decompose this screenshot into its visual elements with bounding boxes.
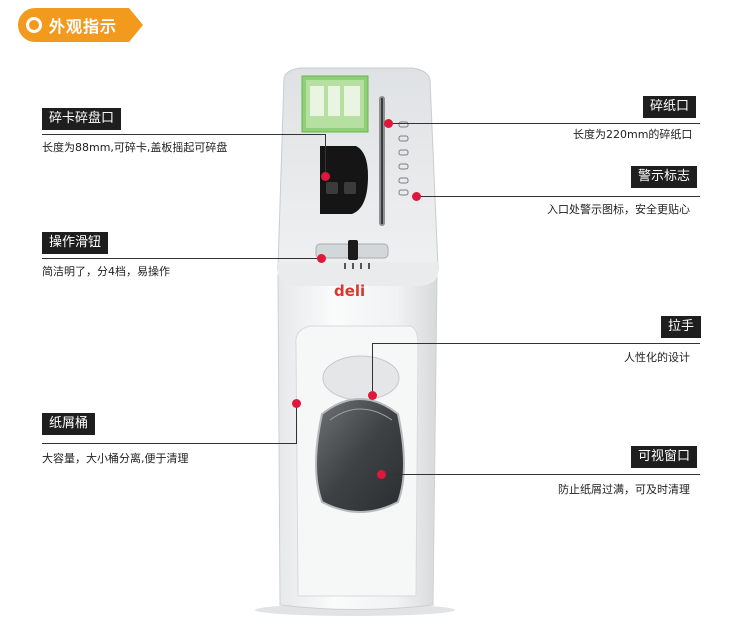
window-leader xyxy=(381,474,700,475)
slider-knob xyxy=(348,240,358,260)
section-badge: 外观指示 xyxy=(18,8,144,42)
handle-label: 拉手 xyxy=(661,316,702,338)
slider-marker xyxy=(317,254,326,263)
slider-desc: 简洁明了，分4档，易操作 xyxy=(42,265,170,278)
slider-leader xyxy=(42,258,321,259)
view-window xyxy=(315,398,405,513)
bin-leader xyxy=(42,443,296,444)
paper-slot-leader xyxy=(388,123,700,124)
handle-marker xyxy=(368,391,377,400)
slider-label: 操作滑钮 xyxy=(42,232,109,254)
warning-desc: 入口处警示图标，安全更贴心 xyxy=(547,203,690,216)
paper-slot-marker xyxy=(384,119,393,128)
bin-desc: 大容量，大小桶分离,便于清理 xyxy=(42,452,189,465)
warning-leader xyxy=(416,196,700,197)
card-slot-label: 碎卡碎盘口 xyxy=(42,108,122,130)
sticker-block xyxy=(310,86,324,116)
circle-icon xyxy=(26,17,42,33)
card-slot-leader-v xyxy=(325,134,326,176)
handle-leader xyxy=(372,343,700,344)
section-title: 外观指示 xyxy=(49,17,118,36)
status-icons xyxy=(398,121,409,196)
warning-label: 警示标志 xyxy=(631,166,698,188)
window-label: 可视窗口 xyxy=(631,446,698,468)
handle-desc: 人性化的设计 xyxy=(624,351,690,364)
warning-marker xyxy=(412,192,421,201)
window-desc: 防止纸屑过满，可及时清理 xyxy=(558,483,690,496)
window-marker xyxy=(377,470,386,479)
card-slot-marker xyxy=(321,172,330,181)
card-slot-leader xyxy=(42,134,326,135)
disc-icon xyxy=(344,182,356,194)
handle-leader-v xyxy=(372,343,373,395)
brand-logo: deli xyxy=(334,282,366,300)
head-rim xyxy=(278,262,438,286)
slider-ticks xyxy=(344,263,370,269)
card-icon xyxy=(326,182,338,194)
bin-marker xyxy=(292,399,301,408)
bin-label: 纸屑桶 xyxy=(42,413,96,435)
window-highlight xyxy=(329,408,393,421)
bin-leader-v xyxy=(296,403,297,444)
handle-recess xyxy=(322,355,400,401)
sticker-block xyxy=(328,86,340,116)
card-slot-desc: 长度为88mm,可碎卡,盖板摇起可碎盘 xyxy=(42,141,228,154)
paper-slot-gap xyxy=(381,98,383,224)
paper-slot-label: 碎纸口 xyxy=(643,96,697,118)
sticker-block xyxy=(344,86,360,116)
paper-slot-desc: 长度为220mm的碎纸口 xyxy=(573,128,693,141)
card-slot xyxy=(320,146,368,214)
